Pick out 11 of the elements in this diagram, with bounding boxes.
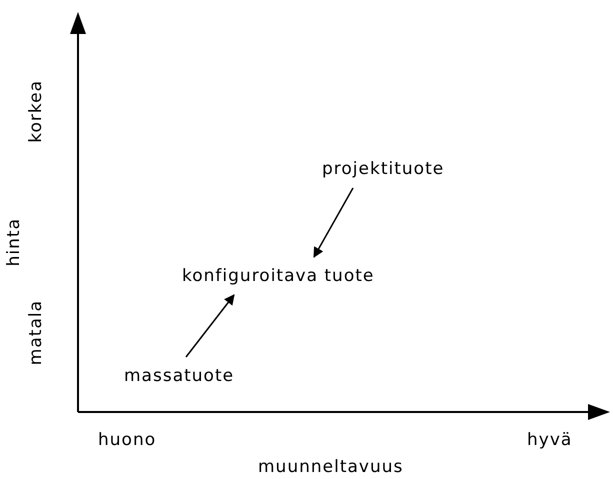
axis-value-label: matala [26, 300, 46, 366]
node-label: projektituote [318, 150, 448, 188]
axis-title: muunneltavuus [258, 457, 404, 477]
axis-title: hinta [4, 218, 24, 266]
axis-value-label: hyvä [527, 430, 572, 450]
axis-value-label: huono [98, 430, 156, 450]
arrow [185, 294, 235, 358]
node-label: massatuote [120, 357, 238, 395]
axis-value-label: korkea [26, 80, 46, 143]
arrow [313, 188, 354, 258]
node-label: konfiguroitava tuote [178, 257, 378, 295]
